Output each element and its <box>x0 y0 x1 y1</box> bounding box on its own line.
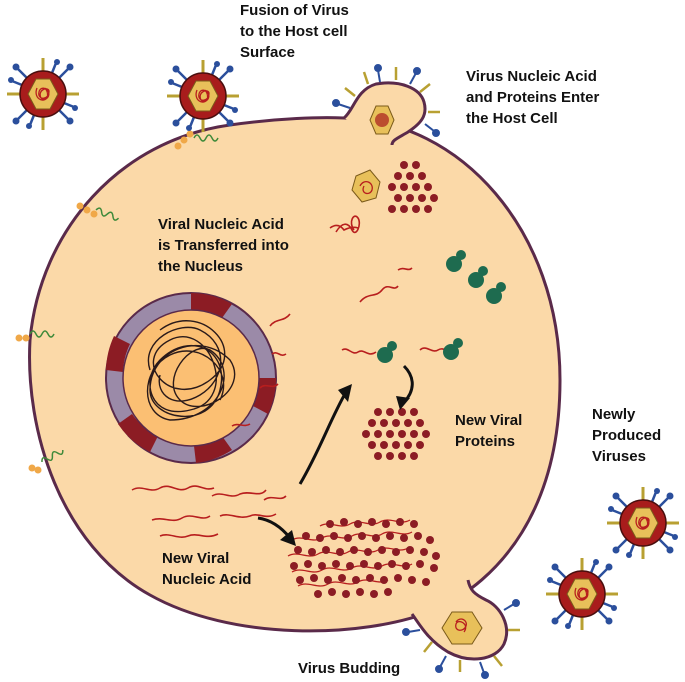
label-newly-produced-line: Viruses <box>592 448 646 465</box>
label-new-proteins-line: New Viral <box>455 412 523 429</box>
label-newly-produced: Newly Produced Viruses <box>592 404 661 467</box>
label-transfer-line: the Nucleus <box>158 258 244 275</box>
label-enter-line: Virus Nucleic Acid <box>466 68 597 85</box>
label-transfer-line: Viral Nucleic Acid <box>158 216 284 233</box>
arrow-heads <box>280 384 410 546</box>
label-newly-produced-line: Produced <box>592 427 662 444</box>
label-transfer-line: is Transferred into <box>158 237 289 254</box>
label-new-nucleic: New Viral Nucleic Acid <box>162 548 251 590</box>
receptors <box>15 130 219 474</box>
budding-vesicle <box>402 579 520 679</box>
entry-vesicle <box>332 64 440 146</box>
label-new-nucleic-line: Nucleic Acid <box>162 571 252 588</box>
label-fusion-line: Fusion of Virus <box>240 2 349 19</box>
protein-cluster-entry <box>388 161 438 213</box>
label-fusion: Fusion of Virus to the Host cell Surface <box>240 0 349 63</box>
label-budding: Virus Budding <box>298 658 400 679</box>
virus-fusing <box>165 58 241 134</box>
label-new-proteins: New Viral Proteins <box>455 410 522 452</box>
label-enter: Virus Nucleic Acid and Proteins Enter th… <box>466 66 599 129</box>
virus-released-1 <box>605 485 681 561</box>
label-enter-line: the Host Cell <box>466 110 558 127</box>
label-new-proteins-line: Proteins <box>455 433 516 450</box>
label-budding-line: Virus Budding <box>298 660 401 677</box>
protein-cluster-new <box>362 408 430 460</box>
label-newly-produced-line: Newly <box>592 406 636 423</box>
assembly-cluster <box>287 518 440 598</box>
label-transfer: Viral Nucleic Acid is Transferred into t… <box>158 214 289 277</box>
label-new-nucleic-line: New Viral <box>162 550 230 567</box>
capsid-entry <box>351 169 381 203</box>
host-cell <box>28 116 562 633</box>
virus-free-topleft <box>5 56 81 132</box>
virus-released-2 <box>544 556 620 632</box>
nucleus <box>105 292 277 464</box>
label-fusion-line: to the Host cell <box>240 23 348 40</box>
label-enter-line: and Proteins Enter <box>466 89 600 106</box>
label-fusion-line: Surface <box>240 44 296 61</box>
